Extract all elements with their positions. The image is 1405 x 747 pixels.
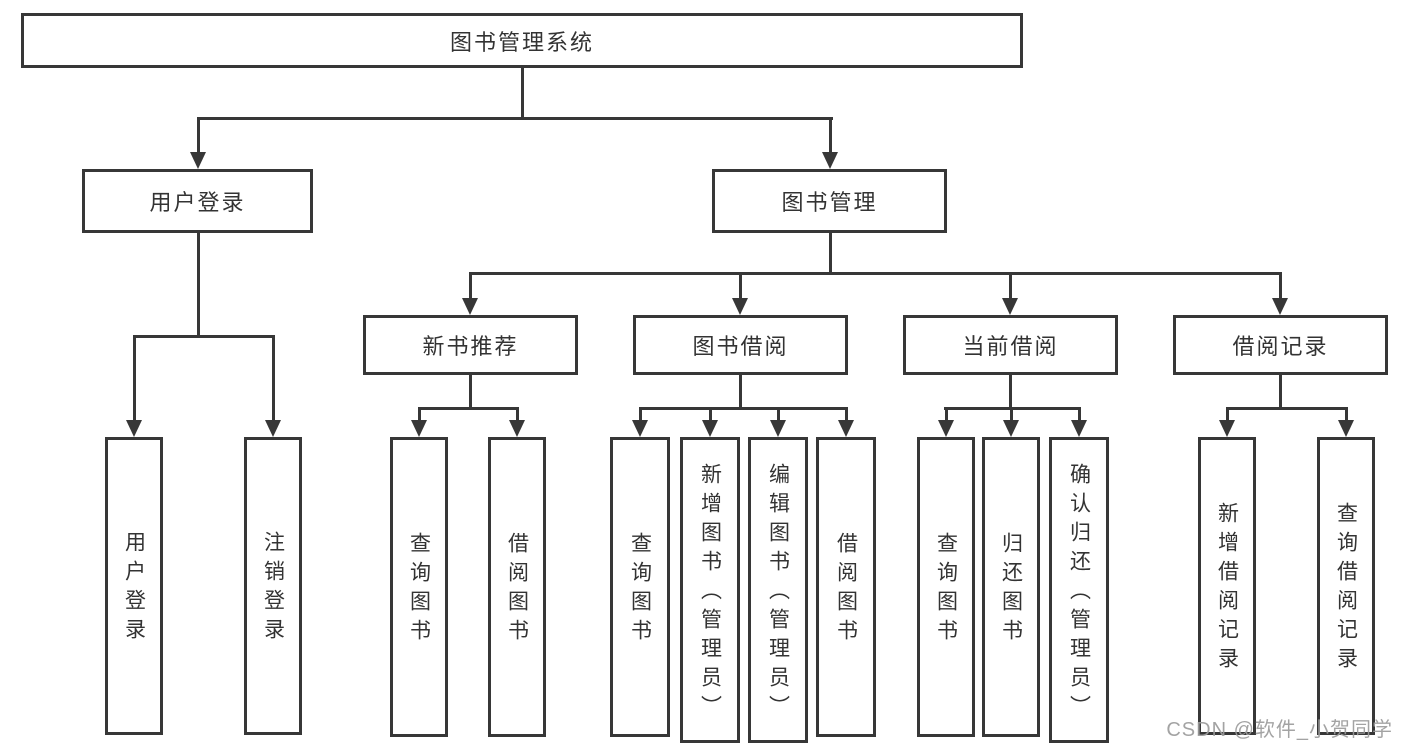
- connector-level3-rail: [469, 272, 1282, 275]
- node-book-management: 图书管理: [712, 169, 947, 233]
- node-add-borrow-record: 新增借阅记录: [1198, 437, 1256, 735]
- connector-new-book-stub: [469, 375, 472, 407]
- arrow-to-query-books-2: [632, 407, 648, 437]
- connector-root-stub: [521, 68, 524, 117]
- arrow-to-query-books-1: [411, 407, 427, 437]
- connector-borrowing-records-stub: [1279, 375, 1282, 407]
- arrow-to-borrow-books-2: [838, 407, 854, 437]
- node-new-book-recommendation: 新书推荐: [363, 315, 578, 375]
- node-query-books-3: 查询图书: [917, 437, 975, 737]
- arrow-to-add-borrow-record: [1219, 407, 1235, 437]
- arrow-to-book-management: [822, 117, 838, 169]
- arrow-to-logout-leaf: [265, 335, 281, 437]
- node-borrowing-records: 借阅记录: [1173, 315, 1388, 375]
- arrow-to-user-login: [190, 117, 206, 169]
- arrow-to-query-borrow-record: [1338, 407, 1354, 437]
- arrow-to-new-book-recommendation: [462, 272, 478, 315]
- node-return-books: 归还图书: [982, 437, 1040, 737]
- node-current-borrowing: 当前借阅: [903, 315, 1118, 375]
- arrow-to-borrowing-records: [1272, 272, 1288, 315]
- arrow-to-user-login-leaf: [126, 335, 142, 437]
- node-logout: 注销登录: [244, 437, 302, 735]
- node-add-books-admin: 新增图书（管理员）: [680, 437, 740, 743]
- connector-new-book-rail: [418, 407, 519, 410]
- node-user-login-action: 用户登录: [105, 437, 163, 735]
- node-borrow-books-2: 借阅图书: [816, 437, 876, 737]
- connector-borrowing-records-rail: [1226, 407, 1347, 410]
- connector-book-management-stub: [829, 233, 832, 272]
- connector-user-login-stub: [197, 233, 200, 335]
- node-confirm-return-admin: 确认归还（管理员）: [1049, 437, 1109, 743]
- node-library-management-system: 图书管理系统: [21, 13, 1023, 68]
- node-edit-books-admin: 编辑图书（管理员）: [748, 437, 808, 743]
- arrow-to-current-borrowing: [1002, 272, 1018, 315]
- arrow-to-edit-books-admin: [770, 407, 786, 437]
- csdn-watermark: CSDN @软件_小贺同学: [1166, 719, 1393, 741]
- node-query-borrow-record: 查询借阅记录: [1317, 437, 1375, 735]
- node-book-borrowing: 图书借阅: [633, 315, 848, 375]
- connector-current-borrowing-rail: [944, 407, 1081, 410]
- node-query-books-1: 查询图书: [390, 437, 448, 737]
- arrow-to-query-books-3: [938, 407, 954, 437]
- connector-book-borrowing-stub: [739, 375, 742, 407]
- node-query-books-2: 查询图书: [610, 437, 670, 737]
- connector-current-borrowing-stub: [1009, 375, 1012, 407]
- arrow-to-confirm-return-admin: [1071, 407, 1087, 437]
- arrow-to-add-books-admin: [702, 407, 718, 437]
- node-borrow-books-1: 借阅图书: [488, 437, 546, 737]
- arrow-to-borrow-books-1: [509, 407, 525, 437]
- arrow-to-return-books: [1003, 407, 1019, 437]
- connector-book-borrowing-rail: [639, 407, 848, 410]
- connector-user-login-rail: [133, 335, 274, 338]
- connector-level2-rail: [197, 117, 833, 120]
- arrow-to-book-borrowing: [732, 272, 748, 315]
- node-user-login: 用户登录: [82, 169, 313, 233]
